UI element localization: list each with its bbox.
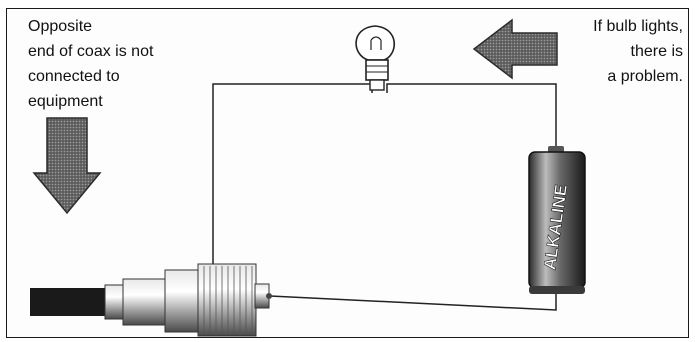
caption-right-line-1: If bulb lights, (593, 18, 683, 35)
caption-right: If bulb lights, there is a problem. (593, 14, 683, 89)
knurled-nut (197, 263, 257, 337)
caption-left-line-3: connected to (28, 68, 120, 85)
caption-right-line-3: a problem. (607, 68, 683, 85)
light-bulb (355, 25, 396, 91)
battery: ALKALINE (528, 146, 586, 294)
coax-connector (30, 263, 272, 337)
wire-left (212, 83, 373, 268)
coax-cable (30, 288, 110, 316)
wire-bottom (269, 292, 557, 311)
wire-right (386, 83, 557, 152)
circuit-wires (212, 83, 557, 311)
caption-left: Opposite end of coax is not connected to… (28, 14, 153, 114)
caption-left-line-4: equipment (28, 93, 103, 110)
down-arrow-icon (32, 117, 102, 215)
caption-left-line-2: end of coax is not (28, 43, 154, 60)
caption-left-line-1: Opposite (28, 18, 93, 35)
caption-right-line-2: there is (630, 43, 683, 60)
left-arrow-icon (472, 18, 558, 80)
